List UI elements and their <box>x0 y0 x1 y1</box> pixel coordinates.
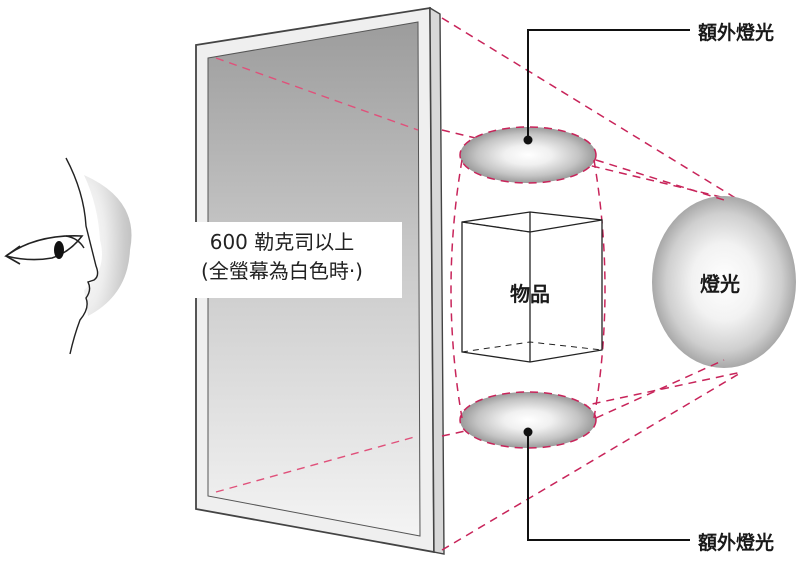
label-extra-light-bottom: 額外燈光 <box>698 532 775 554</box>
big-light <box>652 196 796 368</box>
bottom-extra-light <box>459 391 597 449</box>
light-cone-lines <box>450 159 725 419</box>
screen-dashed-lines <box>215 57 419 493</box>
screen-note-line2: (全螢幕為白色時·) <box>201 259 363 283</box>
callout-top <box>523 29 690 145</box>
callout-bottom <box>523 427 690 541</box>
label-light: 燈光 <box>700 272 740 296</box>
screen-brightness-note: 600 勒克司以上 (全螢幕為白色時·) <box>162 222 402 298</box>
face-profile <box>65 157 99 355</box>
label-object: 物品 <box>510 282 550 306</box>
screen-note-line1: 600 勒克司以上 <box>209 230 355 254</box>
label-extra-light-top: 額外燈光 <box>698 22 775 44</box>
eye-icon <box>4 235 85 265</box>
top-extra-light <box>459 126 597 184</box>
face-glow <box>84 175 132 316</box>
object-box-hidden-edges <box>461 221 603 353</box>
